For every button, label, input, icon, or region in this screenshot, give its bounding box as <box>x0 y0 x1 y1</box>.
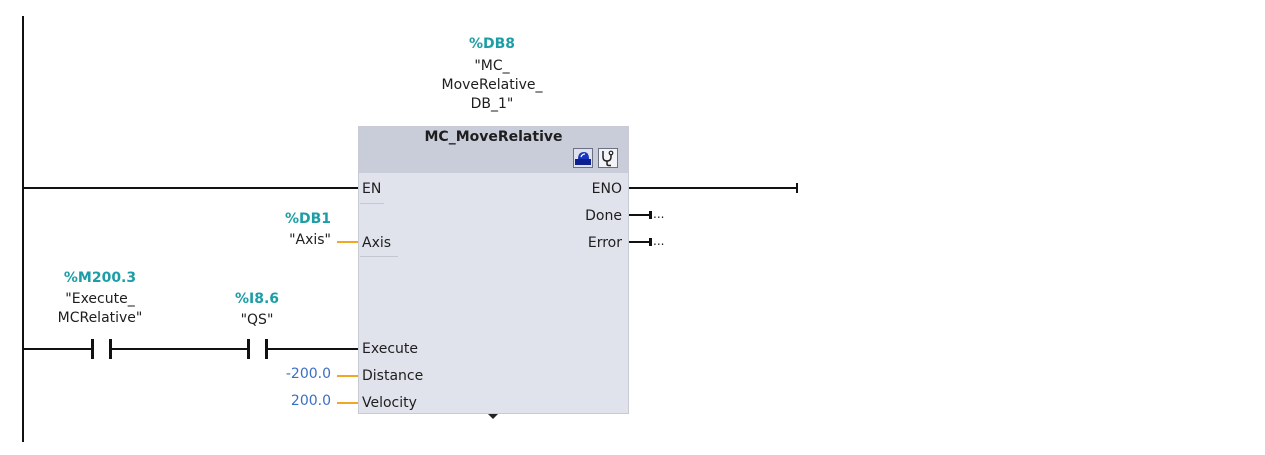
instance-db-name-line2[interactable]: MoveRelative_ <box>441 77 543 93</box>
pin-en: EN <box>362 181 382 197</box>
pin-distance: Distance <box>362 368 424 384</box>
error-stub-line <box>629 241 649 243</box>
contact1-address[interactable]: %M200.3 <box>63 270 137 286</box>
distance-value[interactable]: -200.0 <box>285 366 331 382</box>
eno-line-end <box>796 183 798 193</box>
instance-db-name-line1[interactable]: "MC_ <box>474 58 510 74</box>
pin-eno: ENO <box>591 181 622 197</box>
instance-db-address[interactable]: %DB8 <box>468 36 516 52</box>
contact1-name-line2[interactable]: MCRelative" <box>57 310 143 326</box>
block-help-icon[interactable] <box>573 148 593 168</box>
contact1-left-bar[interactable] <box>91 339 94 359</box>
contact1-right-bar[interactable] <box>109 339 112 359</box>
distance-param-line <box>337 375 358 377</box>
execute-rung-line-1 <box>24 348 91 350</box>
diagnostics-stethoscope-icon[interactable] <box>598 148 618 168</box>
velocity-param-line <box>337 402 358 404</box>
contact1-name-line1[interactable]: "Execute_ <box>65 291 135 307</box>
power-rail <box>22 16 24 442</box>
function-block[interactable] <box>358 126 629 414</box>
contact2-right-bar[interactable] <box>265 339 268 359</box>
done-stub-line <box>629 214 649 216</box>
contact2-address[interactable]: %I8.6 <box>234 291 280 307</box>
execute-rung-line-2 <box>112 348 247 350</box>
axis-name[interactable]: "Axis" <box>289 232 331 248</box>
en-power-line <box>24 187 358 189</box>
pin-error: Error <box>587 235 622 251</box>
pin-execute: Execute <box>362 341 418 357</box>
execute-rung-line-3 <box>268 348 358 350</box>
axis-param-line <box>337 241 358 243</box>
pin-en-underline <box>360 203 384 204</box>
done-stub-end <box>649 211 652 219</box>
pin-axis-underline <box>360 256 398 257</box>
contact2-name[interactable]: "QS" <box>240 312 274 328</box>
instance-db-name-line3[interactable]: DB_1" <box>470 96 514 112</box>
contact2-left-bar[interactable] <box>247 339 250 359</box>
pin-velocity: Velocity <box>362 395 417 411</box>
pin-done: Done <box>585 208 622 224</box>
eno-power-line <box>629 187 797 189</box>
error-stub-end <box>649 238 652 246</box>
axis-address[interactable]: %DB1 <box>284 211 331 227</box>
collapse-more-icon[interactable] <box>487 405 499 419</box>
error-unconnected[interactable]: ... <box>653 234 665 248</box>
block-type-name: MC_MoveRelative <box>424 129 563 145</box>
velocity-value[interactable]: 200.0 <box>290 393 331 409</box>
pin-axis: Axis <box>362 235 392 251</box>
done-unconnected[interactable]: ... <box>653 207 665 221</box>
